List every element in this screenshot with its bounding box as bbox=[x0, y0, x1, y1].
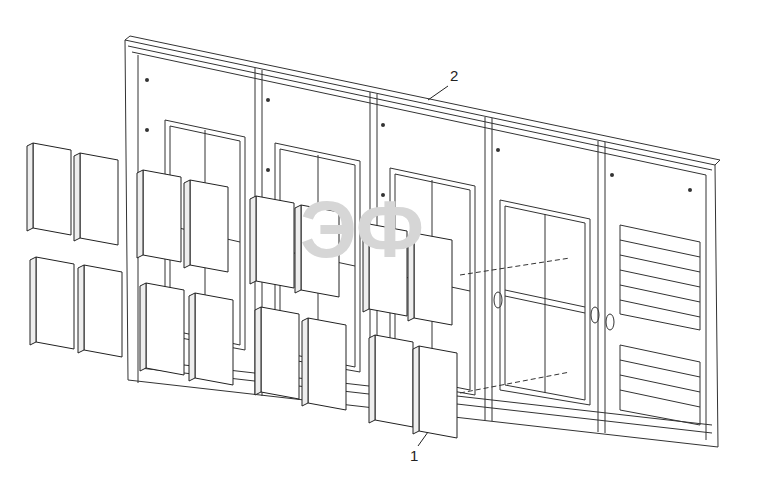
watermark: ЭФ bbox=[300, 190, 424, 270]
callout-number: 2 bbox=[450, 68, 458, 83]
callout-number: 1 bbox=[410, 448, 418, 463]
